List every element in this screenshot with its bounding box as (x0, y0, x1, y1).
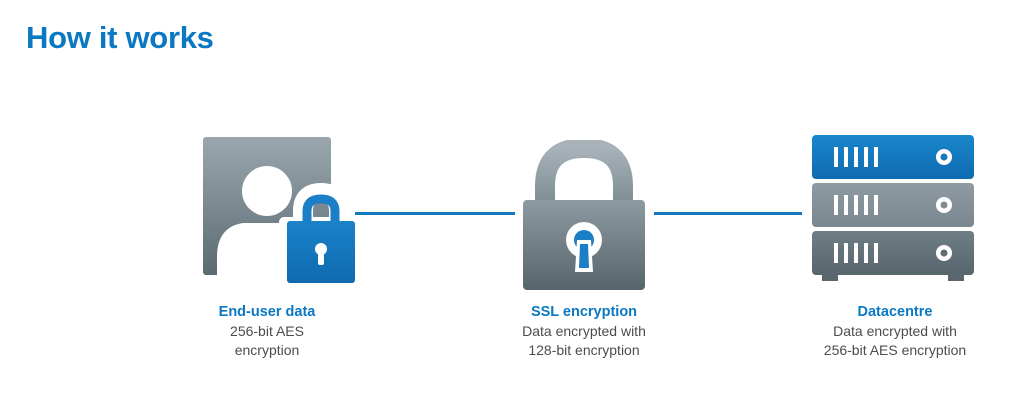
step-heading: SSL encryption (530, 304, 638, 320)
step-heading: Datacentre (857, 304, 933, 320)
server-stack-icon (812, 135, 974, 283)
page-title: How it works (26, 20, 214, 55)
padlock-icon (521, 137, 647, 290)
step-caption-datacentre: Datacentre Data encrypted with 256-bit A… (765, 303, 1011, 360)
step-caption-ssl: SSL encryption Data encrypted with 128-b… (454, 303, 714, 360)
step-description-line: 256-bit AES encryption (823, 342, 967, 358)
step-heading: End-user data (218, 304, 316, 320)
connector-line-left (355, 212, 515, 215)
step-description-line: 256-bit AES (230, 323, 304, 339)
step-description-line: Data encrypted with (522, 323, 646, 339)
step-description-line: Data encrypted with (833, 323, 957, 339)
user-lock-icon (203, 137, 363, 287)
connector-line-right (654, 212, 802, 215)
step-caption-end-user: End-user data 256-bit AES encryption (137, 303, 397, 360)
step-description-line: 128-bit encryption (528, 342, 640, 358)
step-description-line: encryption (234, 342, 300, 358)
